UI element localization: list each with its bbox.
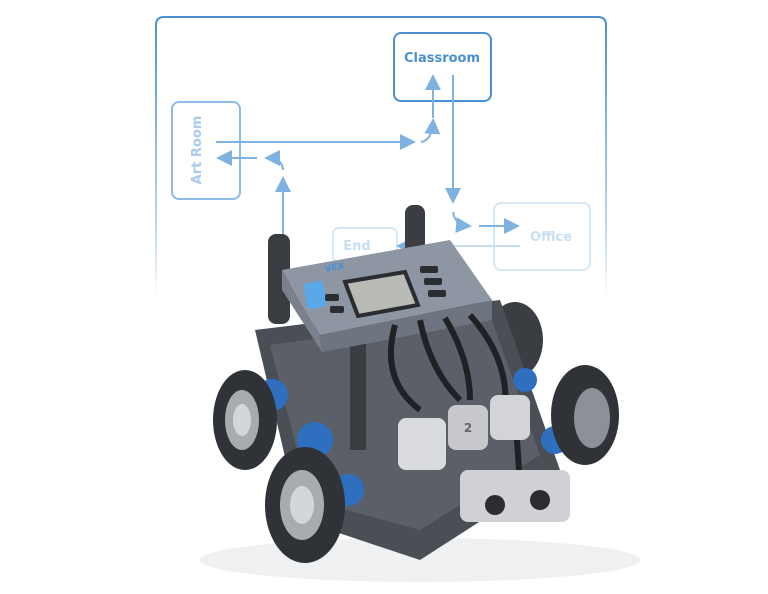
wheel-front-left: [265, 447, 345, 563]
arrow-curve-left: [264, 150, 284, 171]
brand-mark: VEX: [324, 262, 346, 275]
node-office: Office: [493, 202, 591, 271]
diagram-frame: [155, 16, 607, 300]
brain-screen: [342, 269, 421, 319]
robot-brain: VEX: [282, 240, 492, 352]
wheel-front-right: [551, 365, 619, 465]
node-label: Classroom: [404, 51, 480, 66]
robot: VEX 2: [200, 205, 640, 582]
wheel-front-left-rear: [213, 370, 277, 470]
touch-leds: 2: [398, 395, 530, 470]
post-left: [268, 234, 290, 324]
battery-indicator: [303, 280, 327, 310]
arrow-curve-up: [420, 118, 441, 143]
sensor-button-label: 2: [464, 421, 472, 435]
node-label: Art Room: [190, 116, 205, 185]
node-art-room: Art Room: [171, 101, 241, 200]
distance-sensor: [460, 470, 570, 522]
arrow-curve-office: [452, 211, 472, 234]
node-classroom: Classroom: [393, 32, 492, 102]
node-label: Office: [530, 230, 572, 245]
node-label: End: [343, 239, 370, 254]
